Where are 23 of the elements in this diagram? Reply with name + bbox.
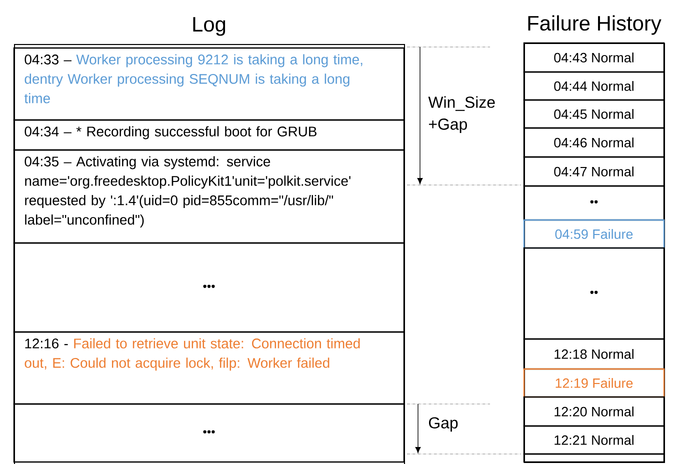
log-entry: 04:34 – * Recording successful boot for GRUB: [13, 119, 405, 151]
log-entry: 04:33 – Worker processing 9212 is taking a long time, dentry Worker processing SEQNUM is taking a long time: [13, 47, 405, 121]
status-row: 04:44 Normal: [523, 71, 665, 101]
ellipsis-row: •••: [13, 242, 405, 333]
status-row: 04:46 Normal: [523, 127, 665, 158]
column-heading: Failure History: [528, 15, 662, 35]
dimension-label: Win_Size +Gap: [428, 96, 495, 133]
dimension-label: Gap: [429, 417, 458, 432]
status-row: 12:19 Failure: [523, 368, 665, 398]
status-row: 04:45 Normal: [523, 99, 665, 129]
log-entry: 04:35 – Activating via systemd: service name='org.freedesktop.PolicyKit1'unit='polkit.service' requested by ':1.4'(uid=0 pid=855comm="/usr/lib/" label="unconfined"): [13, 149, 405, 244]
status-row: 04:59 Failure: [523, 219, 665, 249]
status-row: 04:47 Normal: [523, 156, 665, 187]
status-row: 12:21 Normal: [523, 425, 665, 455]
status-row: 04:43 Normal: [523, 42, 665, 73]
ellipsis-row: ••: [523, 247, 665, 340]
ellipsis-row: •••: [13, 403, 405, 463]
log-entry: 12:16 - Failed to retrieve unit state: Connection timed out, E: Could not acquire lock, filp: Worker failed: [13, 331, 405, 405]
status-row: 12:20 Normal: [523, 396, 665, 427]
status-row: 12:18 Normal: [523, 338, 665, 370]
column-heading: Log: [193, 17, 226, 36]
ellipsis-row: ••: [523, 185, 665, 221]
status-row: [523, 453, 665, 463]
